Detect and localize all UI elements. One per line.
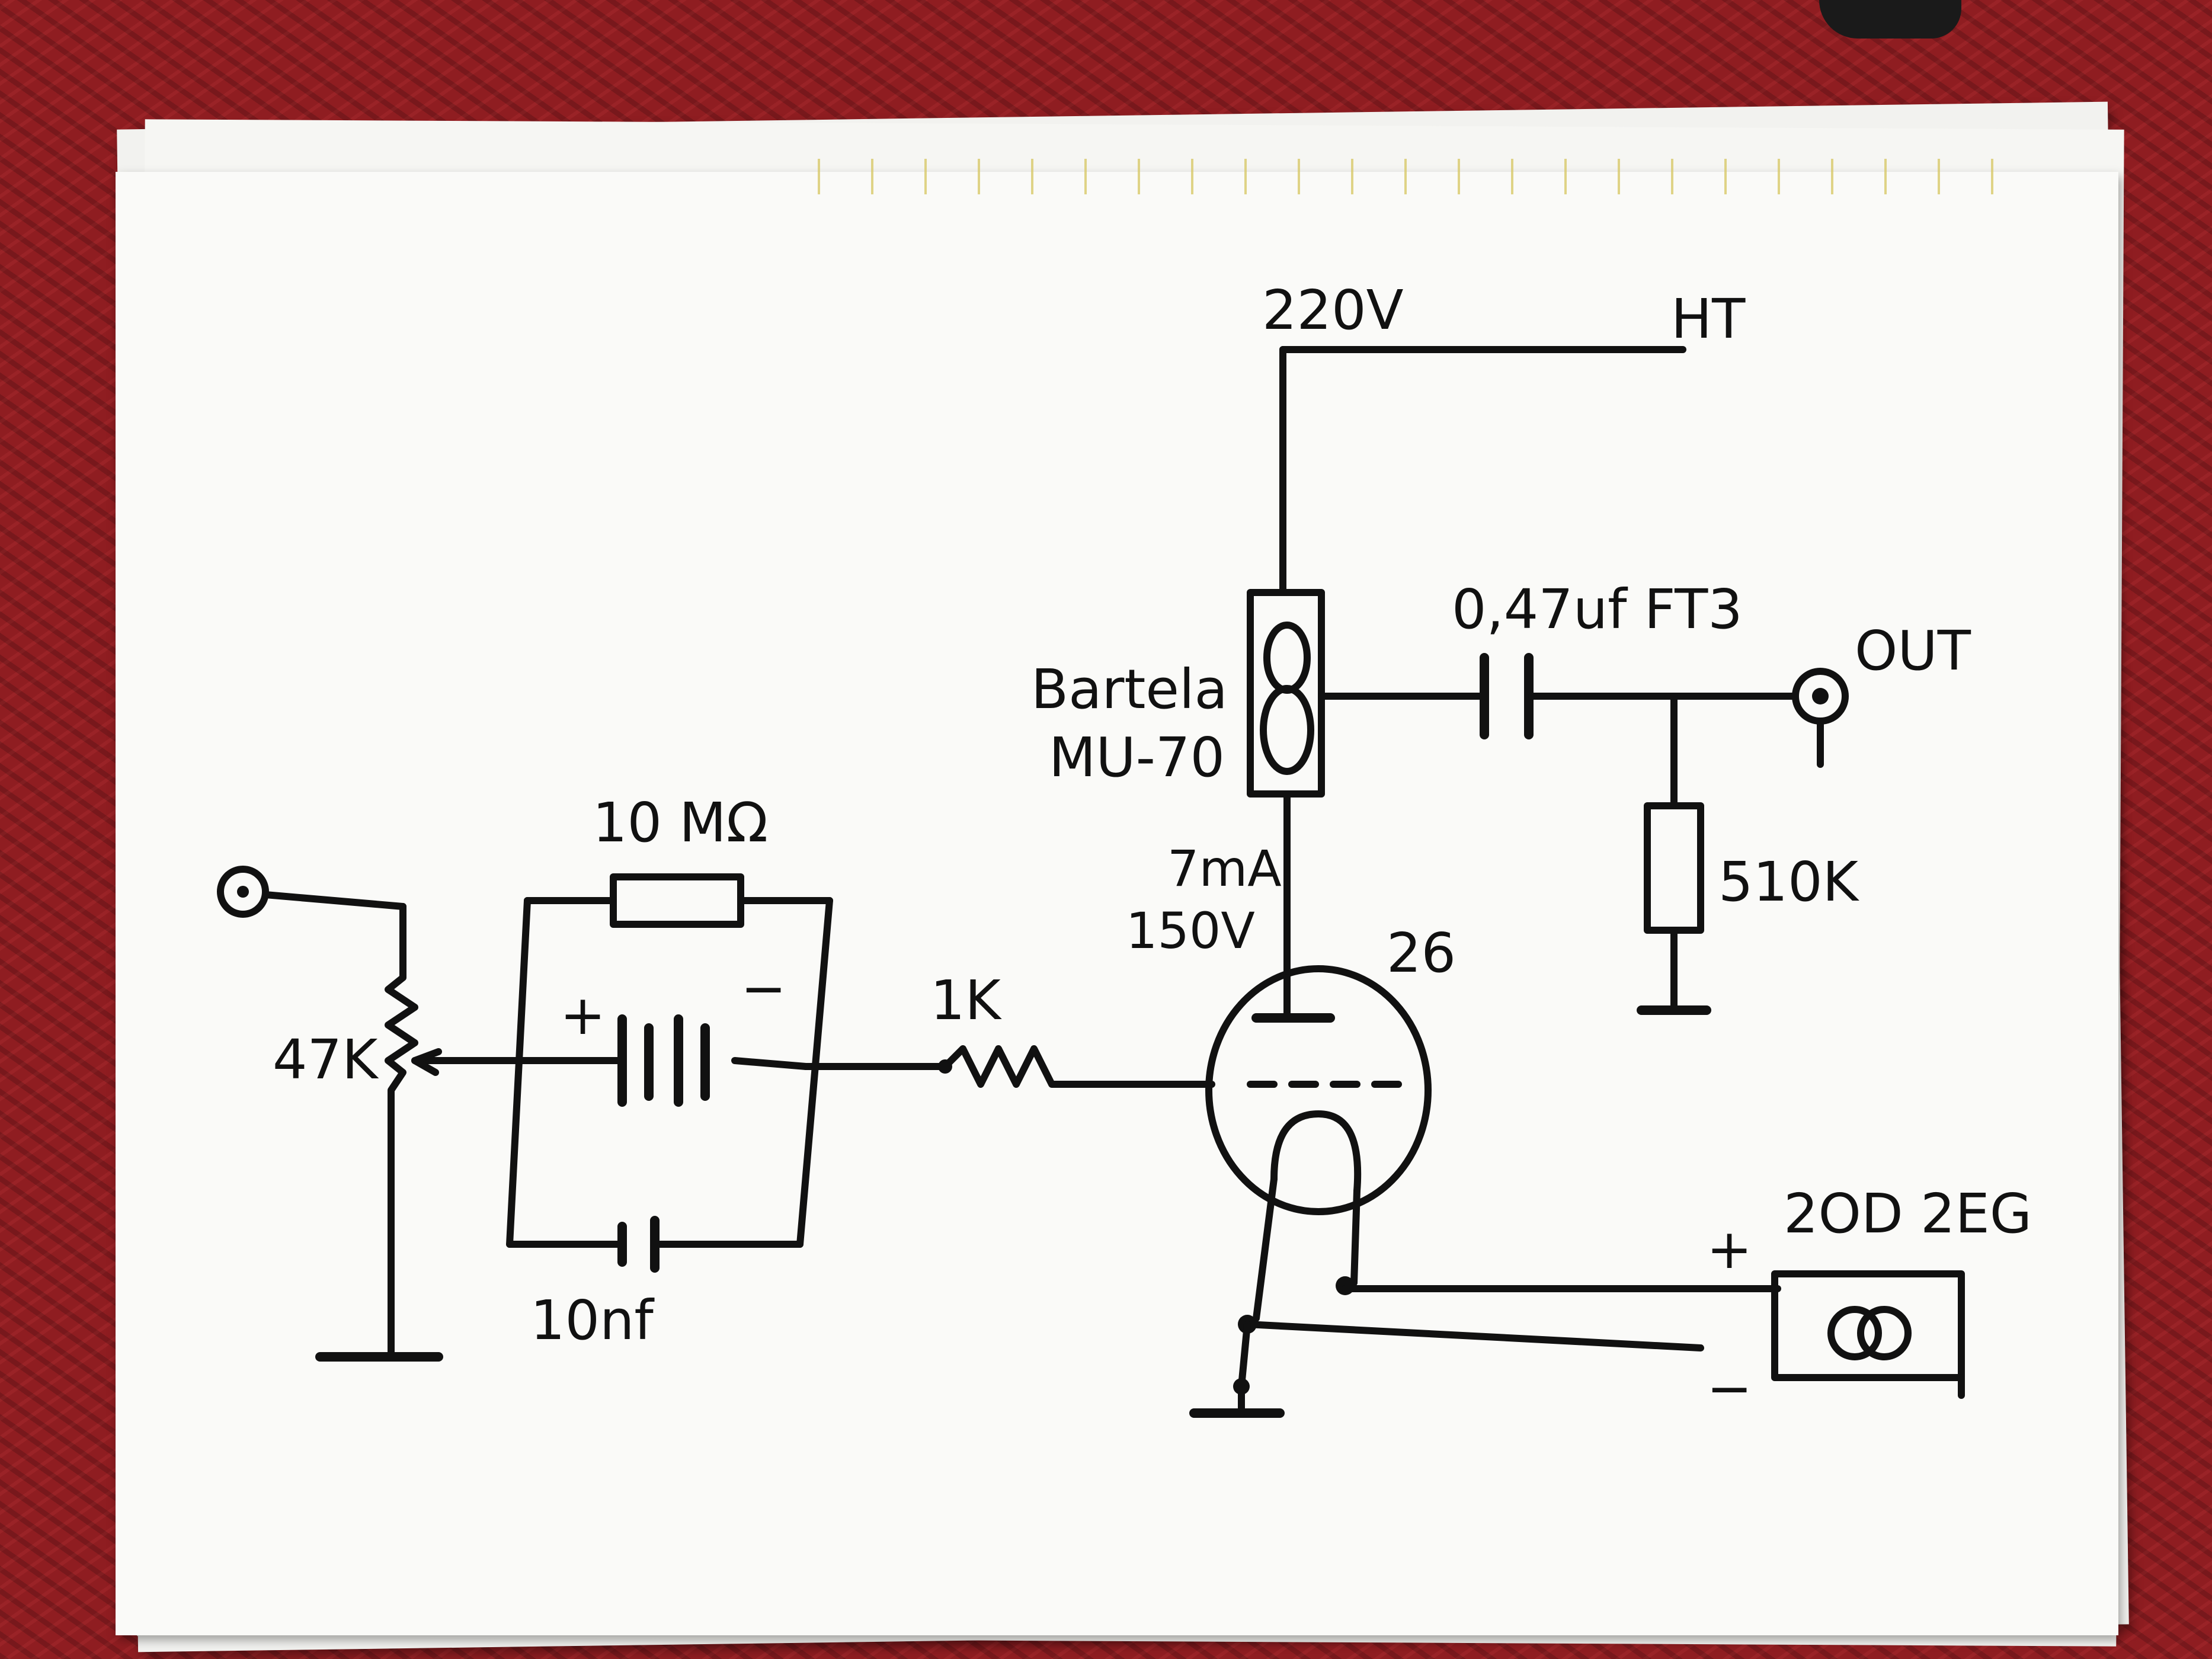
label-plate-voltage: 150V (1126, 902, 1255, 960)
input-and-pot (217, 866, 443, 1362)
label-coupling-cap: 0,47uf FT3 (1452, 578, 1743, 641)
label-reg-plus: + (1707, 1218, 1752, 1281)
label-battery-plus: + (560, 984, 606, 1047)
label-battery-minus: − (741, 957, 786, 1020)
label-regulator: 2OD 2EG (1784, 1182, 2032, 1245)
label-10nf: 10nf (530, 1289, 655, 1352)
label-ccs-name: Bartela (1031, 658, 1228, 721)
label-1k: 1K (930, 969, 1003, 1032)
ruler-ticks (818, 159, 2038, 194)
label-10mohm: 10 MΩ (593, 791, 768, 854)
label-ccs-model: MU-70 (1049, 726, 1225, 789)
label-current: 7mA (1167, 840, 1282, 898)
ccs-block (1247, 589, 1325, 981)
label-ht: HT (1671, 287, 1746, 351)
ht-rail (1279, 346, 1686, 596)
heater-wiring (1189, 1270, 1965, 1418)
label-reg-minus: − (1707, 1357, 1752, 1420)
grid-input (411, 873, 1215, 1273)
dark-object (1819, 0, 1961, 39)
output-section (1318, 653, 1849, 1015)
label-load-resistor: 510K (1718, 850, 1860, 914)
paper-sheet (116, 172, 2118, 1635)
label-out: OUT (1855, 619, 1971, 683)
tube-26 (1205, 965, 1432, 1322)
label-47k: 47K (273, 1028, 379, 1091)
label-220v: 220V (1262, 278, 1404, 342)
label-tube: 26 (1387, 921, 1456, 985)
